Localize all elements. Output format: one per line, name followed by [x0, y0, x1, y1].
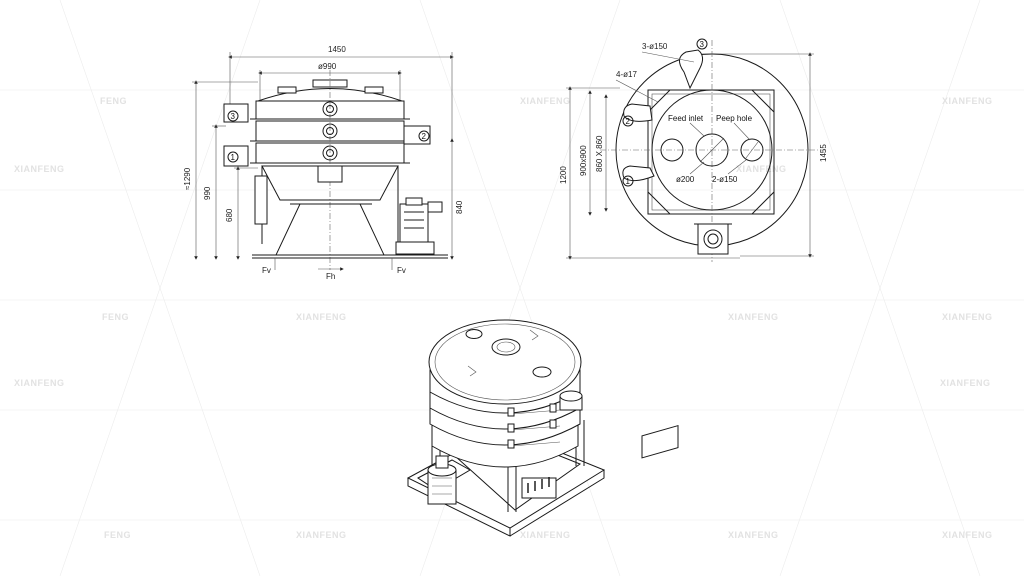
force-label: Fv [262, 266, 271, 275]
outlet-number: 1 [231, 153, 236, 162]
dim-base-square: 900x900 [579, 145, 588, 176]
watermark: FENG [100, 96, 127, 106]
watermark: XIANFENG [942, 530, 993, 540]
lid-clamp [277, 86, 297, 94]
outlet-spout [223, 103, 249, 123]
outlet-number: 2 [626, 117, 631, 126]
outlet-spec-label: 3-ø150 [642, 42, 668, 51]
vibration-motor [697, 223, 729, 255]
peep-hole-left [660, 138, 684, 162]
watermark: XIANFENG [296, 530, 347, 540]
terminal-plate [521, 477, 557, 499]
top-lid [428, 319, 582, 405]
feed-inlet [695, 133, 729, 167]
outlet-number: 3 [231, 112, 236, 121]
watermark: XIANFENG [728, 312, 779, 322]
top-plan-view: 1200 900x900 860 X 860 1455 Feed inlet [559, 38, 828, 262]
feed-inlet-label: Feed inlet [668, 114, 704, 123]
discharge-cone [261, 165, 399, 201]
front-elevation-view: 1450 ø990 3 2 1 [183, 45, 464, 281]
watermark: XIANFENG [14, 378, 65, 388]
watermark: XIANFENG [942, 96, 993, 106]
dim-motor-height: 840 [455, 200, 464, 214]
dim-overall-height: ≈1290 [183, 167, 192, 190]
lid-clamp [364, 86, 384, 94]
lid-dome [257, 88, 403, 102]
watermark: XIANFENG [728, 530, 779, 540]
watermark: XIANFENG [520, 530, 571, 540]
outlet-spout [679, 49, 704, 90]
dim-frame-height: 680 [225, 208, 234, 222]
dim-base-total: 1200 [559, 166, 568, 184]
drive-housing [317, 165, 343, 183]
isometric-view [406, 319, 679, 537]
outlet-number: 1 [626, 177, 631, 186]
dim-frame-width: 1455 [819, 144, 828, 162]
watermark: XIANFENG [520, 96, 571, 106]
outlet-number: 2 [422, 132, 427, 141]
dim-overall-width: 1450 [328, 45, 346, 54]
peep-hole-right [740, 138, 764, 162]
outlet-spout [403, 125, 431, 145]
watermark: FENG [102, 312, 129, 322]
dim-lid-diameter: ø990 [318, 62, 337, 71]
dim-outlet-height: 990 [203, 186, 212, 200]
feed-inlet [491, 338, 521, 356]
support-column [254, 175, 268, 225]
watermark: FENG [104, 530, 131, 540]
watermark: XIANFENG [942, 312, 993, 322]
force-label: Fv [397, 266, 406, 275]
peep-hole-label: Peep hole [716, 114, 753, 123]
vibration-motor [399, 203, 429, 243]
feed-diameter-label: ø200 [676, 175, 695, 184]
watermark: XIANFENG [940, 378, 991, 388]
force-label: Fh [326, 272, 335, 281]
peep-diameter-label: 2-ø150 [712, 175, 738, 184]
outlet-number: 3 [700, 40, 705, 49]
watermark: XIANFENG [14, 164, 65, 174]
dim-bolt-square: 860 X 860 [595, 135, 604, 172]
watermark: XIANFENG [296, 312, 347, 322]
watermark: XIANFENG [736, 164, 787, 174]
bolt-holes-label: 4-ø17 [616, 70, 637, 79]
